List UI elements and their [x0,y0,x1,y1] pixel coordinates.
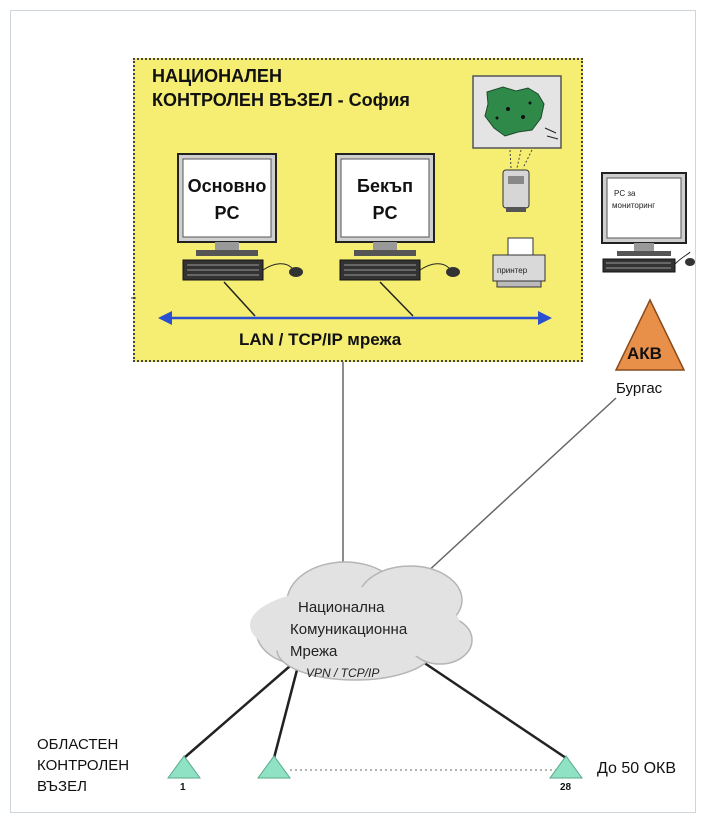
primary-pc-label-line1: Основно [187,176,267,196]
network-protocol-label: VPN / TCP/IP [306,666,380,680]
regional-count-label: До 50 ОКВ [597,760,677,777]
network-to-regional-1-link [183,665,291,759]
network-to-regional-2-link [272,665,300,759]
projector-icon [502,169,530,212]
regional-node-1-number: 1 [180,782,186,793]
akv-to-network-link [411,397,617,587]
regional-label-line2: КОНТРОЛЕН [37,757,130,774]
regional-label-line1: ОБЛАСТЕН [37,736,119,753]
lan-arrow [158,311,552,325]
diagram-frame [10,10,696,813]
lan-label: LAN / TCP/IP мрежа [239,330,402,349]
backup-pc-label-line1: Бекъп [357,176,413,196]
printer-label: принтер [497,266,528,275]
projector-beam [509,149,533,169]
akv-label: АКВ [627,344,662,363]
network-to-regional-28-link [419,658,567,760]
backup-pc-label-line2: PC [372,203,398,223]
network-label-line3: Мрежа [290,643,338,660]
akv-city-label: Бургас [616,380,663,397]
national-node-title-line2: КОНТРОЛЕН ВЪЗЕЛ - София [152,90,410,110]
primary-pc-icon [177,153,303,281]
backup-pc-icon [335,153,460,281]
map-screen-icon [472,75,562,149]
printer-icon [492,237,546,288]
akv-triangle-icon [614,298,686,371]
monitoring-pc-label-line2: мониторинг [612,201,656,210]
primary-pc-label-line2: PC [214,203,240,223]
network-label-line2: Комуникационна [290,621,408,638]
regional-node-28-icon [549,755,583,779]
monitoring-pc-icon [601,172,695,273]
national-node-title-line1: НАЦИОНАЛЕН [152,66,282,86]
monitoring-pc-label-line1: PC за [614,189,636,198]
regional-node-1-icon [167,755,201,779]
regional-node-2-icon [257,755,291,779]
regional-label-line3: ВЪЗЕЛ [37,778,87,795]
regional-node-28-number: 28 [560,782,572,793]
network-label-line1: Национална [298,599,385,616]
